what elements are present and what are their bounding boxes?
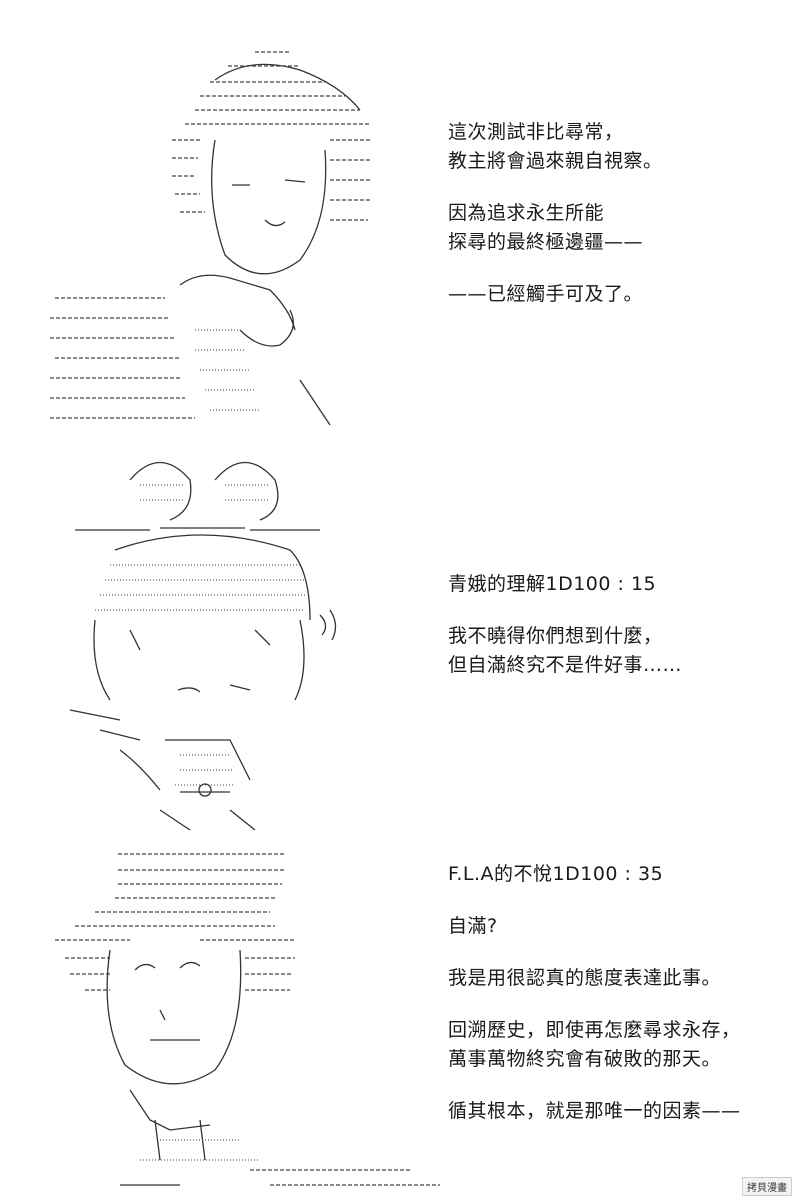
dialogue-line: 這次測試非比尋常， 教主將會過來親自視察。	[448, 121, 663, 172]
dialogue-line: 循其根本，就是那唯一的因素——	[448, 1100, 741, 1122]
dialogue-line: 因為追求永生所能 探尋的最終極邊疆——	[448, 202, 644, 253]
dialogue-line: 我是用很認真的態度表達此事。	[448, 967, 722, 989]
hair-ornament-figure-illustration	[69, 461, 337, 831]
capped-figure-illustration	[55, 853, 440, 1186]
dialogue-line: 回溯歷史，即使再怎麼尋求永存， 萬事萬物終究會有破敗的那天。	[448, 1019, 741, 1070]
dialogue-line: 自滿?	[448, 915, 498, 937]
dialogue-text: F.L.A的不悅1D100 : 35 自滿? 我是用很認真的態度表達此事。 回溯…	[448, 860, 741, 1149]
hatted-figure-illustration	[50, 51, 372, 426]
dialogue-text: 這次測試非比尋常， 教主將會過來親自視察。 因為追求永生所能 探尋的最終極邊疆—…	[448, 118, 663, 332]
ascii-art-figure-1	[0, 0, 440, 440]
dialogue-text: 青娥的理解1D100 : 15 我不曉得你們想到什麼， 但自滿終究不是件好事……	[448, 570, 682, 703]
panel-1: 這次測試非比尋常， 教主將會過來親自視察。 因為追求永生所能 探尋的最終極邊疆—…	[0, 0, 800, 440]
ascii-art-figure-2	[0, 440, 440, 840]
panel-3: F.L.A的不悅1D100 : 35 自滿? 我是用很認真的態度表達此事。 回溯…	[0, 840, 800, 1200]
watermark: 拷貝漫畫	[742, 1177, 792, 1196]
ascii-art-figure-3	[0, 840, 440, 1200]
dialogue-line: F.L.A的不悅1D100 : 35	[448, 863, 664, 885]
panel-2: 青娥的理解1D100 : 15 我不曉得你們想到什麼， 但自滿終究不是件好事……	[0, 440, 800, 840]
dialogue-line: 青娥的理解1D100 : 15	[448, 573, 657, 595]
dialogue-line: 我不曉得你們想到什麼， 但自滿終究不是件好事……	[448, 625, 683, 676]
dialogue-line: ——已經觸手可及了。	[448, 283, 644, 305]
